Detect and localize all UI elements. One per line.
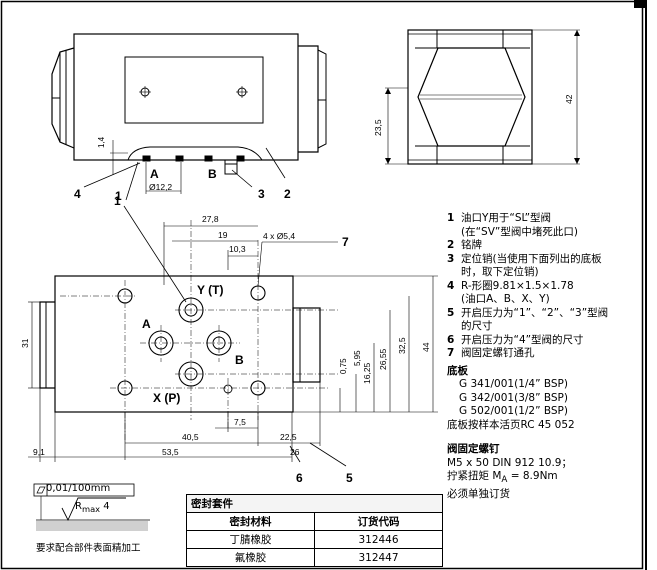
dim-26-55: 26,55 <box>378 348 388 370</box>
legend-item: 3 定位销(当使用下面列出的底板时，取下定位销) <box>447 253 652 280</box>
dim-26: 26 <box>290 447 300 457</box>
legend-number: 2 <box>447 239 455 251</box>
port-b-label: B <box>235 353 244 367</box>
legend-item: 1 油口Y用于“SL”型阀(在“SV”型阀中堵死此口) <box>447 212 652 239</box>
legend-line: 开启压力为“4”型阀的尺寸 <box>461 333 584 346</box>
callout-5: 5 <box>346 471 353 485</box>
screws-spec: M5 x 50 DIN 912 10.9； <box>447 456 572 469</box>
base-plate-title: 底板 <box>447 364 468 377</box>
base-plate-item: G 341/001(1/4” BSP) <box>459 378 568 390</box>
screws-torque: 拧紧扭矩 MA = 8.9Nm <box>447 470 558 486</box>
side-view: 42 23,5 <box>373 29 580 165</box>
legend-line: R-形圈9.81×1.5×1.78 <box>461 279 574 292</box>
legend-number: 7 <box>447 347 455 359</box>
dim-40-5: 40,5 <box>182 432 199 442</box>
dim-23-5: 23,5 <box>373 119 383 136</box>
legend-text: 开启压力为“1”、“2”、“3”型阀的尺寸 <box>461 307 652 334</box>
seal-material: 丁腈橡胶 <box>186 530 315 549</box>
legend-line: 铭牌 <box>461 239 482 251</box>
surface-finish-symbol <box>33 483 150 531</box>
seal-material: 氟橡胶 <box>186 548 315 567</box>
legend-line: 油口Y用于“SL”型阀 <box>461 212 552 224</box>
legend-line: 的尺寸 <box>461 320 493 332</box>
callout-3: 3 <box>258 187 265 201</box>
legend-block: 1 油口Y用于“SL”型阀(在“SV”型阀中堵死此口) 2 铭牌 3 定位销(当使用下面列… <box>447 212 652 501</box>
legend-line: 开启压力为“1”、“2”、“3”型阀 <box>461 306 609 319</box>
table-row: 丁腈橡胶 312446 <box>186 530 443 549</box>
legend-text: 定位销(当使用下面列出的底板时，取下定位销) <box>461 253 652 280</box>
bottom-view: A B Y (T) X (P) 27,8 19 10,3 4 x Ø5,4 7 … <box>20 194 438 485</box>
dim-42: 42 <box>564 94 574 104</box>
rmax-spec: Rmax 4 <box>75 501 110 514</box>
legend-line: 阀固定螺钉通孔 <box>461 347 535 359</box>
dim-27-8: 27,8 <box>202 214 219 224</box>
dim-10-3: 10,3 <box>229 244 246 254</box>
legend-line: (在“SV”型阀中堵死此口) <box>461 225 578 238</box>
legend-item: 2 铭牌 <box>447 239 652 253</box>
legend-number: 5 <box>447 306 455 319</box>
dim-19: 19 <box>218 230 228 240</box>
legend-number: 3 <box>447 252 455 265</box>
callout-7: 7 <box>342 235 349 249</box>
legend-number: 1 <box>447 212 455 224</box>
screws-note: 必须单独订货 <box>447 487 510 500</box>
legend-text: 铭牌 <box>461 239 652 253</box>
callout-1-top: 1 <box>115 189 122 203</box>
dim-holes: 4 x Ø5,4 <box>263 231 295 241</box>
callout-4: 4 <box>74 187 81 201</box>
seal-code: 312446 <box>314 530 443 549</box>
seal-kit-table: 密封套件 密封材料 订货代码 丁腈橡胶 312446 氟橡胶 312447 <box>186 494 443 567</box>
base-plate-item: G 342/001(3/8” BSP) <box>459 391 568 404</box>
dim-22-5: 22,5 <box>280 432 297 442</box>
dim-32-5: 32,5 <box>397 337 407 354</box>
dim-1-4: 1,4 <box>97 136 106 148</box>
base-plate-item: G 502/001(1/2” BSP) <box>459 405 568 417</box>
seal-header-material: 密封材料 <box>186 512 315 531</box>
seal-header-code: 订货代码 <box>314 512 443 531</box>
legend-line: (油口A、B、X、Y) <box>461 293 550 305</box>
callout-2: 2 <box>284 187 291 201</box>
legend-item: 7 阀固定螺钉通孔 <box>447 347 652 361</box>
legend-text: 阀固定螺钉通孔 <box>461 347 652 361</box>
legend-number: 4 <box>447 279 455 292</box>
base-plate-note: 底板按样本活页RC 45 052 <box>447 418 575 431</box>
callout-1-bottom: 1 <box>114 194 121 208</box>
legend-item: 4 R-形圈9.81×1.5×1.78(油口A、B、X、Y) <box>447 280 652 307</box>
legend-text: 油口Y用于“SL”型阀(在“SV”型阀中堵死此口) <box>461 212 652 239</box>
seal-kit-caption: 密封套件 <box>186 494 443 513</box>
seal-code: 312447 <box>314 548 443 567</box>
surface-note: 要求配合部件表面精加工 <box>36 543 141 554</box>
flatness-spec: 0,01/100mm <box>46 483 111 494</box>
dim-16-25: 16,25 <box>362 362 372 384</box>
legend-line: 定位销(当使用下面列出的底板 <box>461 252 602 265</box>
top-port-b: B <box>208 167 217 181</box>
port-a-label: A <box>142 317 151 331</box>
legend-list: 1 油口Y用于“SL”型阀(在“SV”型阀中堵死此口) 2 铭牌 3 定位销(当使用下面列… <box>447 212 652 361</box>
port-y-label: Y (T) <box>197 283 223 297</box>
legend-item: 6 开启压力为“4”型阀的尺寸 <box>447 334 652 348</box>
dim-44: 44 <box>421 342 431 352</box>
legend-text: 开启压力为“4”型阀的尺寸 <box>461 334 652 348</box>
legend-item: 5 开启压力为“1”、“2”、“3”型阀的尺寸 <box>447 307 652 334</box>
dim-9-1: 9,1 <box>33 447 45 457</box>
legend-text: R-形圈9.81×1.5×1.78(油口A、B、X、Y) <box>461 280 652 307</box>
screws-title: 阀固定螺钉 <box>447 443 500 455</box>
dim-7-5: 7,5 <box>234 417 246 427</box>
dim-5-95: 5,95 <box>353 350 362 366</box>
dim-0-75: 0,75 <box>339 358 348 374</box>
port-x-label: X (P) <box>153 391 180 405</box>
top-view: 1,4 Ø12,2 A B 4 3 2 1 <box>51 33 327 203</box>
callout-6: 6 <box>296 471 303 485</box>
dim-53-5: 53,5 <box>162 447 179 457</box>
legend-line: 时，取下定位销) <box>461 266 539 278</box>
top-port-a: A <box>150 167 159 181</box>
dim-31: 31 <box>20 338 30 348</box>
dim-bore: Ø12,2 <box>149 182 172 192</box>
legend-number: 6 <box>447 333 455 346</box>
table-row: 氟橡胶 312447 <box>186 548 443 567</box>
